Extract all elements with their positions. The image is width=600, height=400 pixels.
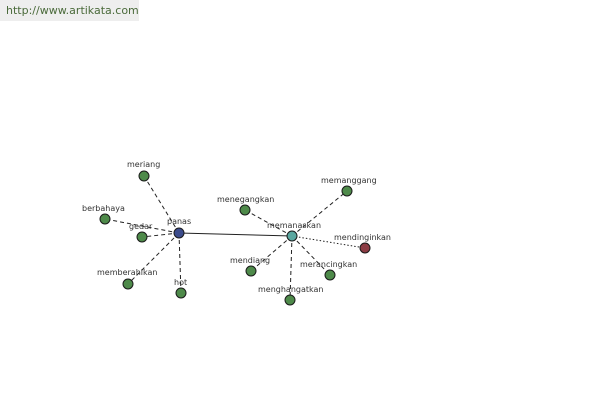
- node-memanggang[interactable]: [341, 185, 353, 197]
- edge-panas-berbahaya: [104, 218, 180, 234]
- edge-memanaskan-menghangatkan: [289, 235, 293, 301]
- edge-panas-gedar: [141, 232, 180, 238]
- label-menghangatkan: menghangatkan: [258, 285, 324, 294]
- node-gedar[interactable]: [136, 231, 148, 243]
- label-berbahaya: berbahaya: [82, 204, 125, 213]
- node-merancingkan[interactable]: [324, 269, 336, 281]
- node-memberahikan[interactable]: [122, 278, 134, 290]
- edge-panas-memberahikan: [127, 232, 180, 285]
- edge-memanaskan-menegangkan: [244, 209, 293, 237]
- edge-memanaskan-mendiang: [250, 235, 293, 272]
- label-hot: hot: [174, 278, 187, 287]
- node-panas[interactable]: [173, 227, 185, 239]
- node-mendiang[interactable]: [245, 265, 257, 277]
- nodes: [99, 170, 371, 306]
- label-menegangkan: menegangkan: [217, 195, 274, 204]
- label-gedar: gedar: [129, 222, 153, 231]
- label-merancingkan: merancingkan: [300, 260, 357, 269]
- labels: meriang berbahaya gedar panas memberahik…: [82, 160, 391, 294]
- node-mendinginkan[interactable]: [359, 242, 371, 254]
- node-memanaskan[interactable]: [286, 230, 298, 242]
- node-hot[interactable]: [175, 287, 187, 299]
- node-berbahaya[interactable]: [99, 213, 111, 225]
- node-menegangkan[interactable]: [239, 204, 251, 216]
- edges: [104, 175, 366, 301]
- edge-memanaskan-memanggang: [291, 190, 348, 237]
- label-memberahikan: memberahikan: [97, 268, 157, 277]
- edge-panas-memanaskan: [178, 232, 293, 237]
- node-menghangatkan[interactable]: [284, 294, 296, 306]
- label-mendiang: mendiang: [230, 256, 270, 265]
- label-memanggang: memanggang: [321, 176, 377, 185]
- edge-panas-hot: [178, 232, 182, 294]
- label-mendinginkan: mendinginkan: [334, 233, 391, 242]
- label-meriang: meriang: [127, 160, 160, 169]
- source-url[interactable]: http://www.artikata.com: [0, 0, 139, 21]
- node-meriang[interactable]: [138, 170, 150, 182]
- label-panas: panas: [167, 217, 191, 226]
- edge-memanaskan-merancingkan: [291, 235, 331, 276]
- label-memanaskan: memanaskan: [267, 221, 321, 230]
